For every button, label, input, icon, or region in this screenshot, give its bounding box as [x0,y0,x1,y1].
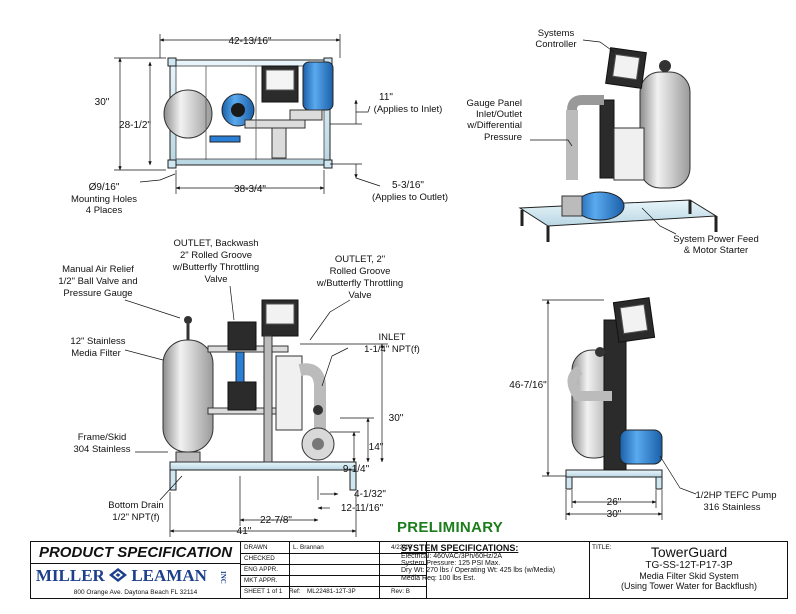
callout-gauge-4: Pressure [484,132,522,143]
dim-inlet-note: (Applies to Inlet) [374,104,443,115]
spec-weight: Dry Wt: 270 lbs / Operating Wt: 425 lbs … [401,567,556,575]
callout-controller-1: Systems [538,28,575,39]
dim-top-width: 42-13/16" [228,36,271,47]
drawn-by: L. Brannan [293,544,324,551]
dim-holes: Ø9/16" [89,182,120,193]
dim-front-4: 4-1/32" [354,489,386,500]
drawn-date: 4/22/19 [391,544,413,551]
row-sheet: SHEET 1 of 1 Ref: ML22481-12T-3P Rev: B [241,586,426,597]
dim-front-14: 14" [369,442,384,453]
row-drawn: DRAWN L. Brannan 4/22/19 [241,542,426,554]
callout-backwash-1: OUTLET, Backwash [174,238,259,249]
title-label: TITLE: [592,544,612,551]
spec-electrical: Electrical: 460VAC/3Ph/60Hz/2A [401,553,503,560]
callout-filter-1: 12" Stainless [70,336,125,347]
spec-heading: SYSTEM SPECIFICATIONS: [401,543,519,553]
callout-drain-2: 1/2" NPT(f) [112,512,159,523]
company-name-1: MILLER [35,566,105,585]
callout-backwash-4: Valve [204,274,227,285]
dim-outlet-note: (Applies to Outlet) [372,192,448,203]
callout-drain-1: Bottom Drain [108,500,163,511]
preliminary-stamp: PRELIMINARY [397,519,504,536]
product-desc-2: (Using Tower Water for Backflush) [620,581,758,591]
callout-relief-1: Manual Air Relief [62,264,134,275]
front-view [162,299,357,491]
spec-media: Media Req: 100 lbs Est. [401,574,476,582]
callout-frame-2: 304 Stainless [73,444,130,455]
dim-front-22: 22-7/8" [260,515,292,526]
callout-filter-2: Media Filter [71,348,121,359]
diamond-logo-icon [109,568,128,582]
dim-side-46: 46-7/16" [509,380,547,391]
company-inc: INC [219,570,228,584]
callout-outlet2-3: w/Butterfly Throttling [316,278,403,289]
side-view [565,297,663,490]
callout-power-1: System Power Feed [673,234,759,245]
iso-gauge-panel [613,127,645,181]
title-block: PRODUCT SPECIFICATION MILLER LEAMAN INC … [30,541,788,599]
company-name-2: LEAMAN [131,566,207,585]
callout-relief-3: Pressure Gauge [63,288,132,299]
iso-tank [639,71,691,189]
eng-label: ENG APPR. [244,566,278,573]
checked-label: CHECKED [244,555,275,562]
company-logo: MILLER LEAMAN INC [31,564,241,588]
product-name: TowerGuard [650,544,728,560]
company-address: 800 Orange Ave. Daytona Beach FL 32114 [31,588,241,598]
dim-side-26: 26" [607,497,622,508]
product-spec-heading: PRODUCT SPECIFICATION [31,542,241,564]
dim-front-41: 41" [237,526,252,537]
drawn-label: DRAWN [244,544,268,551]
dim-holes-label: Mounting Holes [71,194,137,205]
top-view-motor [302,61,334,111]
side-pump [619,429,663,465]
spec-pressure: System Pressure: 125 PSI Max. [401,560,501,568]
callout-power-2: & Motor Starter [684,245,748,256]
dim-base-width: 38-3/4" [234,184,266,195]
row-eng: ENG APPR. [241,564,426,576]
callout-backwash-3: w/Butterfly Throttling [172,262,259,273]
callout-frame-1: Frame/Skid [78,432,127,443]
callout-inlet-1: INLET [379,332,406,343]
top-view [163,57,334,169]
callout-outlet2-1: OUTLET, 2" [335,254,385,265]
callout-pump-1: 1/2HP TEFC Pump [696,490,777,501]
system-specs: SYSTEM SPECIFICATIONS: Electrical: 460VA… [399,543,589,597]
callout-gauge-1: Gauge Panel [467,98,522,109]
callout-gauge-2: Inlet/Outlet [476,109,522,120]
row-checked: CHECKED [241,553,426,565]
callout-backwash-2: 2" Rolled Groove [180,250,252,261]
dim-front-30: 30" [389,413,404,424]
callout-controller-2: Controller [535,39,576,50]
top-view-tank [163,89,213,139]
callout-inlet-2: 1-1/4" NPT(f) [364,344,420,355]
dim-holes-count: 4 Places [86,205,123,216]
front-tank [162,339,214,453]
top-view-dimensions [114,34,381,194]
ref-value: ML22481-12T-3P [307,588,356,595]
dim-front-12: 12-11/16" [341,503,384,514]
dim-front-9: 9-1/4" [343,464,370,475]
callout-outlet2-4: Valve [348,290,371,301]
model-number: TG-SS-12T-P17-3P [645,560,733,571]
isometric-view [518,47,718,242]
dim-outlet-5: 5-3/16" [392,180,424,191]
title-content: TowerGuard TG-SS-12T-P17-3P Media Filter… [591,544,787,592]
row-mkt: MKT APPR. [241,575,426,587]
dim-side-30: 30" [607,509,622,520]
iso-pump [575,191,625,221]
dim-height-30: 30" [95,97,110,108]
product-desc-1: Media Filter Skid System [639,571,739,581]
callout-outlet2-2: Rolled Groove [330,266,391,277]
sheet-label: SHEET 1 of 1 [244,588,283,595]
callout-relief-2: 1/2" Ball Valve and [58,276,137,287]
dim-height-28: 28-1/2" [119,120,151,131]
rev-label: Rev: B [391,588,410,595]
mkt-label: MKT APPR. [244,577,278,584]
callout-gauge-3: w/Differential [466,120,522,131]
technical-drawing: 42-13/16" 30" 28-1/2" Ø9/16" Mounting Ho… [58,28,777,537]
dim-inlet-11: 11" [379,92,393,103]
ref-label: Ref: [289,588,301,595]
callout-pump-2: 316 Stainless [703,502,760,513]
